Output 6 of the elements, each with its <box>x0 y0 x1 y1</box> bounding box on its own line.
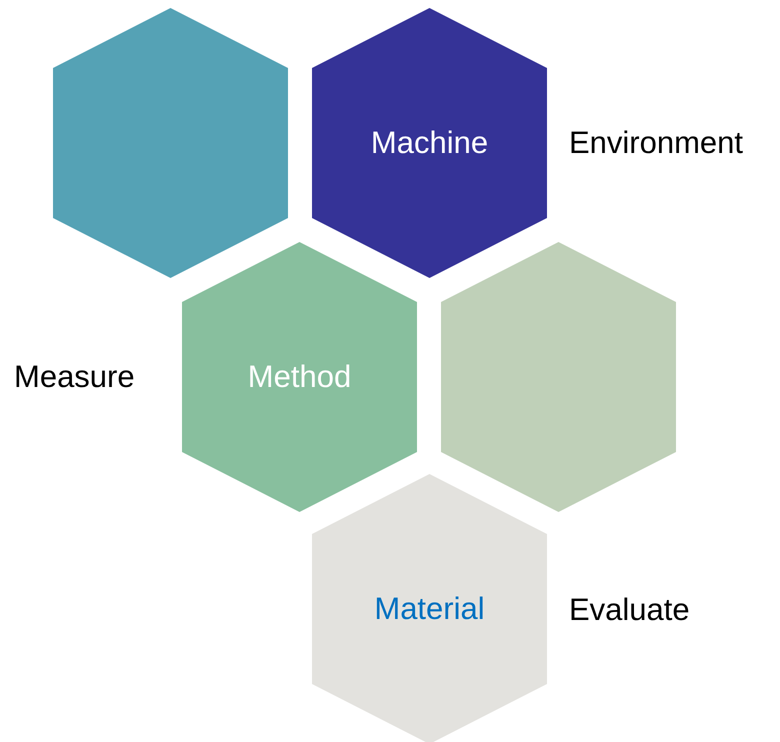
category-label: Measure <box>14 359 135 395</box>
hexagon-label: Method <box>248 359 352 395</box>
hexagon-label: Machine <box>370 125 488 161</box>
category-label: Environment <box>569 125 744 161</box>
hexagon-label: Material <box>374 591 485 627</box>
category-label: Evaluate <box>569 592 690 628</box>
